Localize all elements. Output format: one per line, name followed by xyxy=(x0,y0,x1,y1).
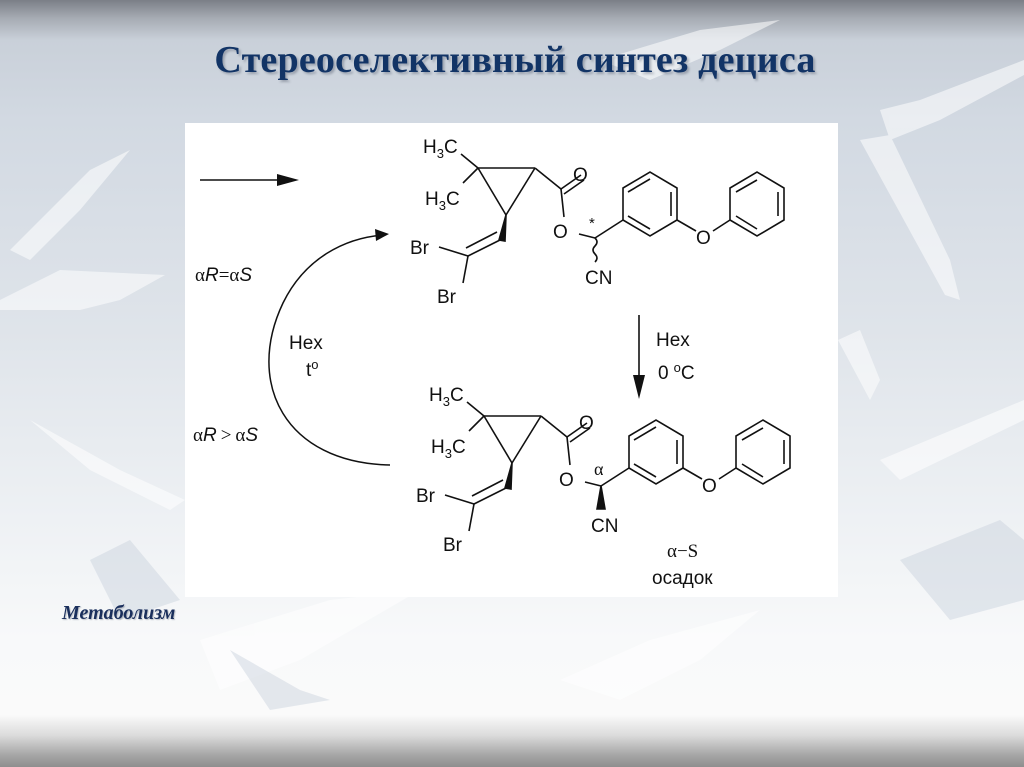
carbonyl-oxygen-label: O xyxy=(573,165,588,186)
methyl-label: H3C xyxy=(431,437,466,461)
bromo-label: Br xyxy=(443,535,463,556)
ether-oxygen-label: O xyxy=(702,476,717,497)
isomer-label: α−S xyxy=(667,541,698,562)
ratio-label-top: αR=αS xyxy=(195,265,252,286)
slide-title: Стереоселективный синтез дециса xyxy=(214,39,816,81)
methyl-label: H3C xyxy=(423,137,458,161)
bottom-molecule-labels: H3C H3C O O α CN Br Br O xyxy=(416,385,717,556)
cycle-temperature-label: to xyxy=(306,357,319,381)
ester-oxygen-label: O xyxy=(559,470,574,491)
bromo-label: Br xyxy=(410,238,430,259)
carbonyl-oxygen-label: O xyxy=(579,413,594,434)
reaction-arrow-right xyxy=(200,174,299,186)
molecule-racemic-deltamethrin xyxy=(438,153,785,284)
precipitate-label: осадок xyxy=(652,568,713,589)
down-solvent-label: Hex xyxy=(656,330,690,351)
ester-oxygen-label: O xyxy=(553,222,568,243)
equilibration-cycle-arrow xyxy=(268,229,391,466)
metabolism-link[interactable]: Метаболизм xyxy=(62,602,176,624)
molecule-alpha-s-deltamethrin xyxy=(444,401,791,532)
methyl-label: H3C xyxy=(425,189,460,213)
nitrile-label: CN xyxy=(591,516,618,537)
ratio-label-bottom: αR>αS xyxy=(193,425,258,446)
bromo-label: Br xyxy=(416,486,436,507)
ether-oxygen-label: O xyxy=(696,228,711,249)
cycle-solvent-label: Hex xyxy=(289,333,323,354)
methyl-label: H3C xyxy=(429,385,464,409)
bromo-label: Br xyxy=(437,287,457,308)
alpha-carbon-mark: α xyxy=(594,459,604,479)
stereocenter-mark: * xyxy=(589,215,595,232)
reaction-arrow-down xyxy=(633,315,645,399)
top-molecule-labels: H3C H3C O O * CN Br Br O xyxy=(410,137,711,308)
nitrile-label: CN xyxy=(585,268,612,289)
